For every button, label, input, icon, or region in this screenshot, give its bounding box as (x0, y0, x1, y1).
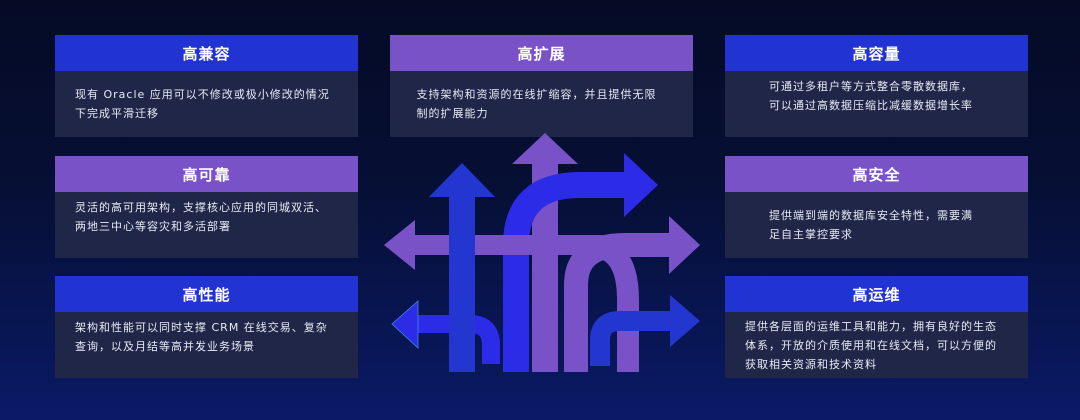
card-description: 现有 Oracle 应用可以不修改或极小修改的情况下完成平滑迁移 (55, 71, 358, 137)
card-description-text: 灵活的高可用架构，支撑核心应用的同城双活、两地三中心等容灾和多活部署 (75, 201, 327, 233)
card-title: 高运维 (725, 276, 1028, 312)
feature-card-capacity: 高容量 可通过多租户等方式整合零散数据库，可以通过高数据压缩比减缓数据增长率 (725, 35, 1028, 137)
card-title: 高可靠 (55, 156, 358, 192)
card-description-text: 可通过多租户等方式整合零散数据库，可以通过高数据压缩比减缓数据增长率 (769, 80, 973, 112)
feature-card-operations: 高运维 提供各层面的运维工具和能力，拥有良好的生态体系，开放的介质使用和在线文档… (725, 276, 1028, 378)
feature-card-security: 高安全 提供端到端的数据库安全特性，需要满足自主掌控要求 (725, 156, 1028, 258)
card-description-text: 提供端到端的数据库安全特性，需要满足自主掌控要求 (769, 209, 973, 241)
arrow-arch-right-purple-icon (564, 216, 700, 372)
card-description: 架构和性能可以同时支撑 CRM 在线交易、复杂查询，以及月结等高并发业务场景 (55, 312, 358, 378)
card-title: 高兼容 (55, 35, 358, 71)
arrow-curve-right-small-blue-icon (590, 295, 700, 366)
card-title: 高安全 (725, 156, 1028, 192)
card-title: 高性能 (55, 276, 358, 312)
arrow-up-blue-icon (429, 163, 495, 372)
card-description: 可通过多租户等方式整合零散数据库，可以通过高数据压缩比减缓数据增长率 (725, 71, 1028, 137)
card-description-text: 提供各层面的运维工具和能力，拥有良好的生态体系，开放的介质使用和在线文档，可以方… (745, 319, 997, 371)
feature-card-reliability: 高可靠 灵活的高可用架构，支撑核心应用的同城双活、两地三中心等容灾和多活部署 (55, 156, 358, 258)
card-description: 提供各层面的运维工具和能力，拥有良好的生态体系，开放的介质使用和在线文档，可以方… (725, 312, 1028, 378)
card-description: 灵活的高可用架构，支撑核心应用的同城双活、两地三中心等容灾和多活部署 (55, 192, 358, 258)
arrow-up-blue-shaft (449, 305, 475, 372)
arrow-left-blue-icon (391, 300, 500, 364)
card-description-text: 架构和性能可以同时支撑 CRM 在线交易、复杂查询，以及月结等高并发业务场景 (75, 321, 328, 353)
feature-card-compatibility: 高兼容 现有 Oracle 应用可以不修改或极小修改的情况下完成平滑迁移 (55, 35, 358, 137)
card-title: 高扩展 (390, 35, 693, 71)
feature-card-performance: 高性能 架构和性能可以同时支撑 CRM 在线交易、复杂查询，以及月结等高并发业务… (55, 276, 358, 378)
card-description-text: 支持架构和资源的在线扩缩容，并且提供无限制的扩展能力 (416, 88, 657, 120)
feature-card-scalability: 高扩展 支持架构和资源的在线扩缩容，并且提供无限制的扩展能力 (390, 35, 693, 137)
card-description: 提供端到端的数据库安全特性，需要满足自主掌控要求 (725, 192, 1028, 258)
card-description-text: 现有 Oracle 应用可以不修改或极小修改的情况下完成平滑迁移 (75, 88, 330, 120)
card-description: 支持架构和资源的在线扩缩容，并且提供无限制的扩展能力 (390, 71, 693, 137)
card-title: 高容量 (725, 35, 1028, 71)
multi-direction-arrows-icon (384, 133, 700, 372)
